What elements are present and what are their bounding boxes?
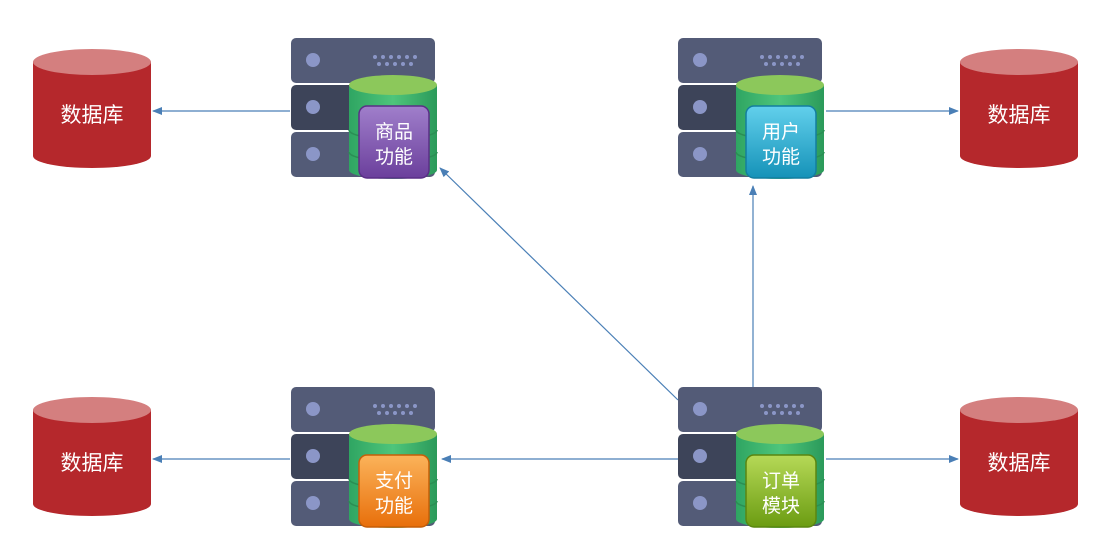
database-user: 数据库 — [960, 49, 1078, 168]
service-label-line1: 支付 — [375, 470, 413, 492]
database-payment: 数据库 — [33, 397, 151, 516]
database-label: 数据库 — [61, 451, 124, 475]
server-order: 订单 模块 — [678, 387, 825, 528]
arrow-order-to-product — [439, 167, 679, 401]
database-order: 数据库 — [960, 397, 1078, 516]
service-label-line1: 订单 — [762, 470, 800, 492]
database-label: 数据库 — [61, 103, 124, 127]
service-label-line2: 功能 — [375, 495, 413, 517]
service-label-line2: 功能 — [375, 146, 413, 168]
database-label: 数据库 — [988, 451, 1051, 475]
server-product: 商品 功能 — [291, 38, 438, 179]
server-user: 用户 功能 — [678, 38, 825, 179]
service-label-line1: 商品 — [375, 121, 413, 143]
service-label-line2: 模块 — [762, 495, 800, 517]
database-label: 数据库 — [988, 103, 1051, 127]
server-payment: 支付 功能 — [291, 387, 438, 528]
connections — [152, 107, 959, 463]
service-label-line2: 功能 — [762, 146, 800, 168]
database-product: 数据库 — [33, 49, 151, 168]
service-label-line1: 用户 — [762, 121, 800, 143]
